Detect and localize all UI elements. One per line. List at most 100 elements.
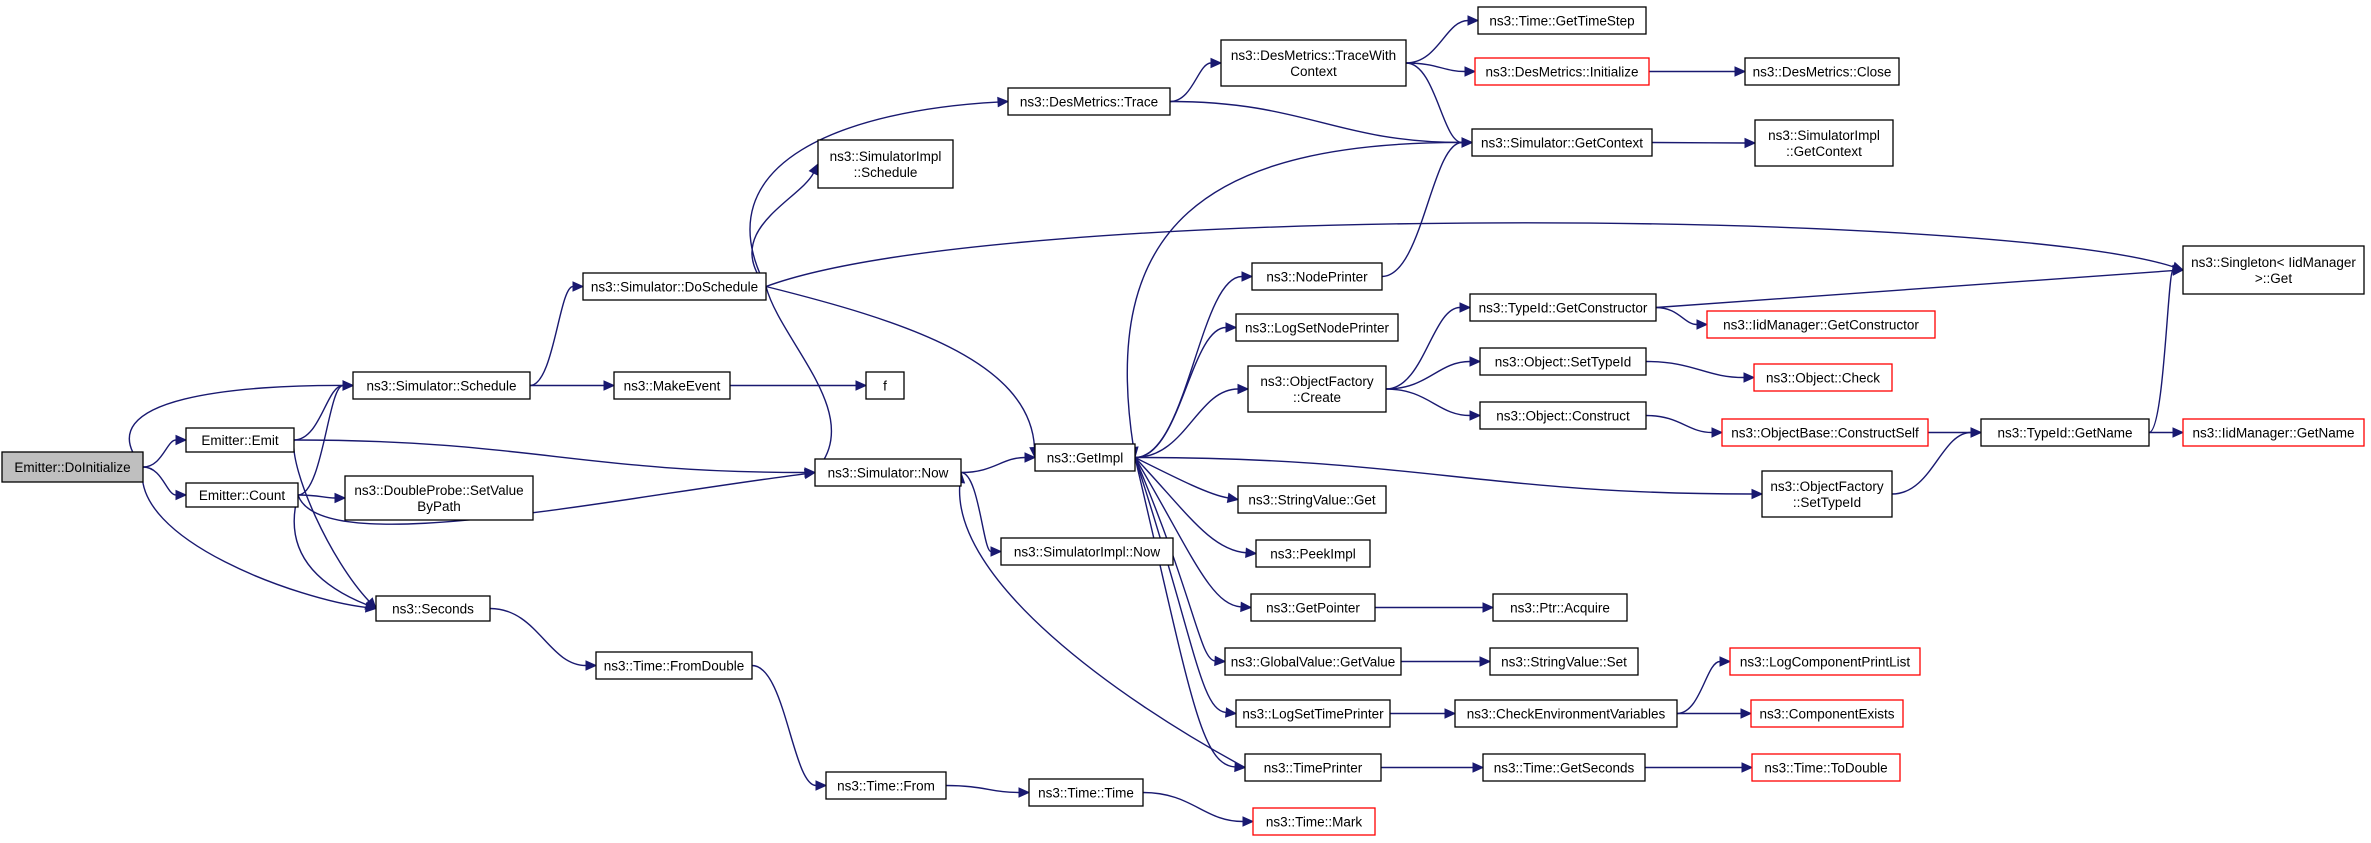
node-box[interactable] [1244, 753, 1382, 782]
node-box[interactable] [582, 272, 767, 301]
graph-node-compexists[interactable]: ns3::ComponentExists [1750, 699, 1904, 728]
node-box[interactable] [825, 771, 947, 800]
node-box[interactable] [1007, 87, 1171, 116]
graph-node-simnow[interactable]: ns3::Simulator::Now [814, 458, 962, 487]
node-box[interactable] [1224, 647, 1402, 676]
node-box[interactable] [352, 371, 531, 400]
node-box[interactable] [2182, 245, 2365, 295]
node-box[interactable] [1479, 401, 1647, 430]
graph-node-tidgetname[interactable]: ns3::TypeId::GetName [1980, 418, 2150, 447]
node-box[interactable] [613, 371, 731, 400]
graph-node-getimpl[interactable]: ns3::GetImpl [1034, 443, 1136, 472]
graph-node-logsetnode[interactable]: ns3::LogSetNodePrinter [1235, 313, 1399, 342]
graph-node-checkenv[interactable]: ns3::CheckEnvironmentVariables [1454, 699, 1678, 728]
graph-node-timeprinter[interactable]: ns3::TimePrinter [1244, 753, 1382, 782]
node-box[interactable] [1754, 119, 1894, 167]
graph-node-f[interactable]: f [865, 371, 905, 400]
node-box[interactable] [1482, 753, 1646, 782]
graph-node-emit[interactable]: Emitter::Emit [185, 427, 295, 453]
node-box[interactable] [817, 139, 954, 189]
node-box[interactable] [1750, 699, 1904, 728]
graph-node-gvgetvalue[interactable]: ns3::GlobalValue::GetValue [1224, 647, 1402, 676]
graph-node-objsettid[interactable]: ns3::Object::SetTypeId [1479, 347, 1647, 376]
graph-node-simgetctx[interactable]: ns3::Simulator::GetContext [1471, 128, 1653, 157]
graph-node-simimplnow[interactable]: ns3::SimulatorImpl::Now [1000, 537, 1174, 566]
node-box[interactable] [185, 482, 299, 508]
node-box[interactable] [1000, 537, 1174, 566]
node-box[interactable] [1454, 699, 1678, 728]
node-box[interactable] [1235, 699, 1391, 728]
graph-node-timetime[interactable]: ns3::Time::Time [1028, 778, 1144, 807]
node-box[interactable] [865, 371, 905, 400]
node-box[interactable] [1492, 593, 1628, 622]
node-box[interactable] [1220, 39, 1407, 87]
graph-node-doinit[interactable]: Emitter::DoInitialize [1, 451, 144, 483]
graph-node-tidgetctor[interactable]: ns3::TypeId::GetConstructor [1469, 293, 1657, 322]
node-box[interactable] [1751, 753, 1901, 782]
node-box[interactable] [1474, 57, 1650, 86]
node-box[interactable] [1761, 470, 1893, 518]
graph-node-svget[interactable]: ns3::StringValue::Get [1237, 485, 1387, 514]
graph-node-objcheck[interactable]: ns3::Object::Check [1753, 363, 1893, 392]
node-box[interactable] [1251, 262, 1383, 291]
graph-node-iidgetctor[interactable]: ns3::IidManager::GetConstructor [1706, 310, 1936, 339]
graph-node-count[interactable]: Emitter::Count [185, 482, 299, 508]
node-box[interactable] [814, 458, 962, 487]
node-box[interactable] [1469, 293, 1657, 322]
node-box[interactable] [1, 451, 144, 483]
graph-node-timefrom[interactable]: ns3::Time::From [825, 771, 947, 800]
graph-node-logsettime[interactable]: ns3::LogSetTimePrinter [1235, 699, 1391, 728]
node-box[interactable] [185, 427, 295, 453]
graph-node-logcomplist[interactable]: ns3::LogComponentPrintList [1729, 647, 1921, 676]
graph-node-desmtrace[interactable]: ns3::DesMetrics::Trace [1007, 87, 1171, 116]
graph-node-timemark[interactable]: ns3::Time::Mark [1252, 807, 1376, 836]
graph-node-nodeprinter[interactable]: ns3::NodePrinter [1251, 262, 1383, 291]
graph-node-timestep[interactable]: ns3::Time::GetTimeStep [1477, 6, 1647, 35]
graph-node-peekimpl[interactable]: ns3::PeekImpl [1255, 539, 1371, 568]
node-box[interactable] [1237, 485, 1387, 514]
node-box[interactable] [1721, 418, 1929, 447]
graph-node-svset[interactable]: ns3::StringValue::Set [1489, 647, 1639, 676]
node-box[interactable] [1477, 6, 1647, 35]
node-box[interactable] [1706, 310, 1936, 339]
graph-node-todouble[interactable]: ns3::Time::ToDouble [1751, 753, 1901, 782]
graph-node-seconds[interactable]: ns3::Seconds [375, 595, 491, 622]
graph-node-getpointer[interactable]: ns3::GetPointer [1250, 593, 1376, 622]
graph-node-objconstruct[interactable]: ns3::Object::Construct [1479, 401, 1647, 430]
node-box[interactable] [1980, 418, 2150, 447]
node-box[interactable] [344, 475, 534, 521]
graph-node-ptracquire[interactable]: ns3::Ptr::Acquire [1492, 593, 1628, 622]
graph-node-simimplsched[interactable]: ns3::SimulatorImpl::Schedule [817, 139, 954, 189]
graph-node-ofsettid[interactable]: ns3::ObjectFactory::SetTypeId [1761, 470, 1893, 518]
graph-node-fromdouble[interactable]: ns3::Time::FromDouble [595, 651, 753, 680]
node-box[interactable] [1034, 443, 1136, 472]
node-box[interactable] [1729, 647, 1921, 676]
graph-node-makeevent[interactable]: ns3::MakeEvent [613, 371, 731, 400]
node-box[interactable] [1252, 807, 1376, 836]
node-box[interactable] [2182, 418, 2365, 447]
graph-node-doschedule[interactable]: ns3::Simulator::DoSchedule [582, 272, 767, 301]
node-box[interactable] [1255, 539, 1371, 568]
node-box[interactable] [1247, 365, 1387, 413]
node-box[interactable] [1471, 128, 1653, 157]
node-box[interactable] [1489, 647, 1639, 676]
node-box[interactable] [595, 651, 753, 680]
node-box[interactable] [1250, 593, 1376, 622]
node-box[interactable] [375, 595, 491, 622]
node-box[interactable] [1235, 313, 1399, 342]
node-box[interactable] [1028, 778, 1144, 807]
graph-node-singletonget[interactable]: ns3::Singleton< IidManager >::Get [2182, 245, 2365, 295]
graph-node-desmclose[interactable]: ns3::DesMetrics::Close [1744, 57, 1900, 86]
node-box[interactable] [1753, 363, 1893, 392]
graph-node-ofcreate[interactable]: ns3::ObjectFactory::Create [1247, 365, 1387, 413]
graph-node-timegetsec[interactable]: ns3::Time::GetSeconds [1482, 753, 1646, 782]
graph-node-obconstructself[interactable]: ns3::ObjectBase::ConstructSelf [1721, 418, 1929, 447]
graph-node-iidgetname[interactable]: ns3::IidManager::GetName [2182, 418, 2365, 447]
node-box[interactable] [1479, 347, 1647, 376]
graph-node-desminit[interactable]: ns3::DesMetrics::Initialize [1474, 57, 1650, 86]
graph-node-simimplgetctx[interactable]: ns3::SimulatorImpl::GetContext [1754, 119, 1894, 167]
graph-node-schedule[interactable]: ns3::Simulator::Schedule [352, 371, 531, 400]
node-box[interactable] [1744, 57, 1900, 86]
